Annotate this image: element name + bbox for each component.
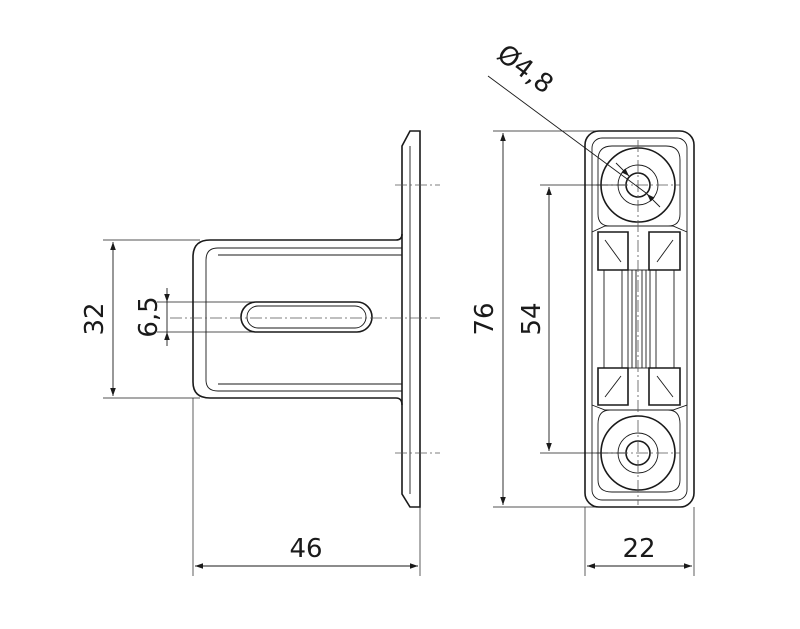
dimension-label-46: 46	[289, 534, 322, 564]
dimension-label-76: 76	[470, 302, 500, 335]
dimension-front-width: 22	[584, 507, 695, 576]
dimension-label-diameter: Ø4,8	[491, 39, 558, 100]
side-view: 32 6,5 46	[80, 130, 440, 576]
front-view: 76 54 22 Ø4,8	[470, 39, 695, 576]
dimension-arm-height: 32	[80, 239, 200, 399]
dimension-total-height: 76	[470, 130, 640, 508]
dimension-hole-diameter: Ø4,8	[487, 39, 661, 208]
rib-structure	[591, 225, 688, 411]
dimension-label-54: 54	[517, 302, 547, 335]
dimension-slot-width: 6,5	[134, 288, 260, 346]
dimension-label-22: 22	[622, 534, 655, 564]
bent-arm	[192, 233, 403, 406]
mounting-plate	[401, 130, 421, 508]
dimension-label-6-5: 6,5	[134, 296, 164, 337]
dimension-label-32: 32	[80, 302, 110, 335]
dimension-hole-spacing: 54	[517, 184, 625, 454]
dimension-side-width: 46	[192, 398, 421, 576]
slot	[240, 301, 373, 333]
